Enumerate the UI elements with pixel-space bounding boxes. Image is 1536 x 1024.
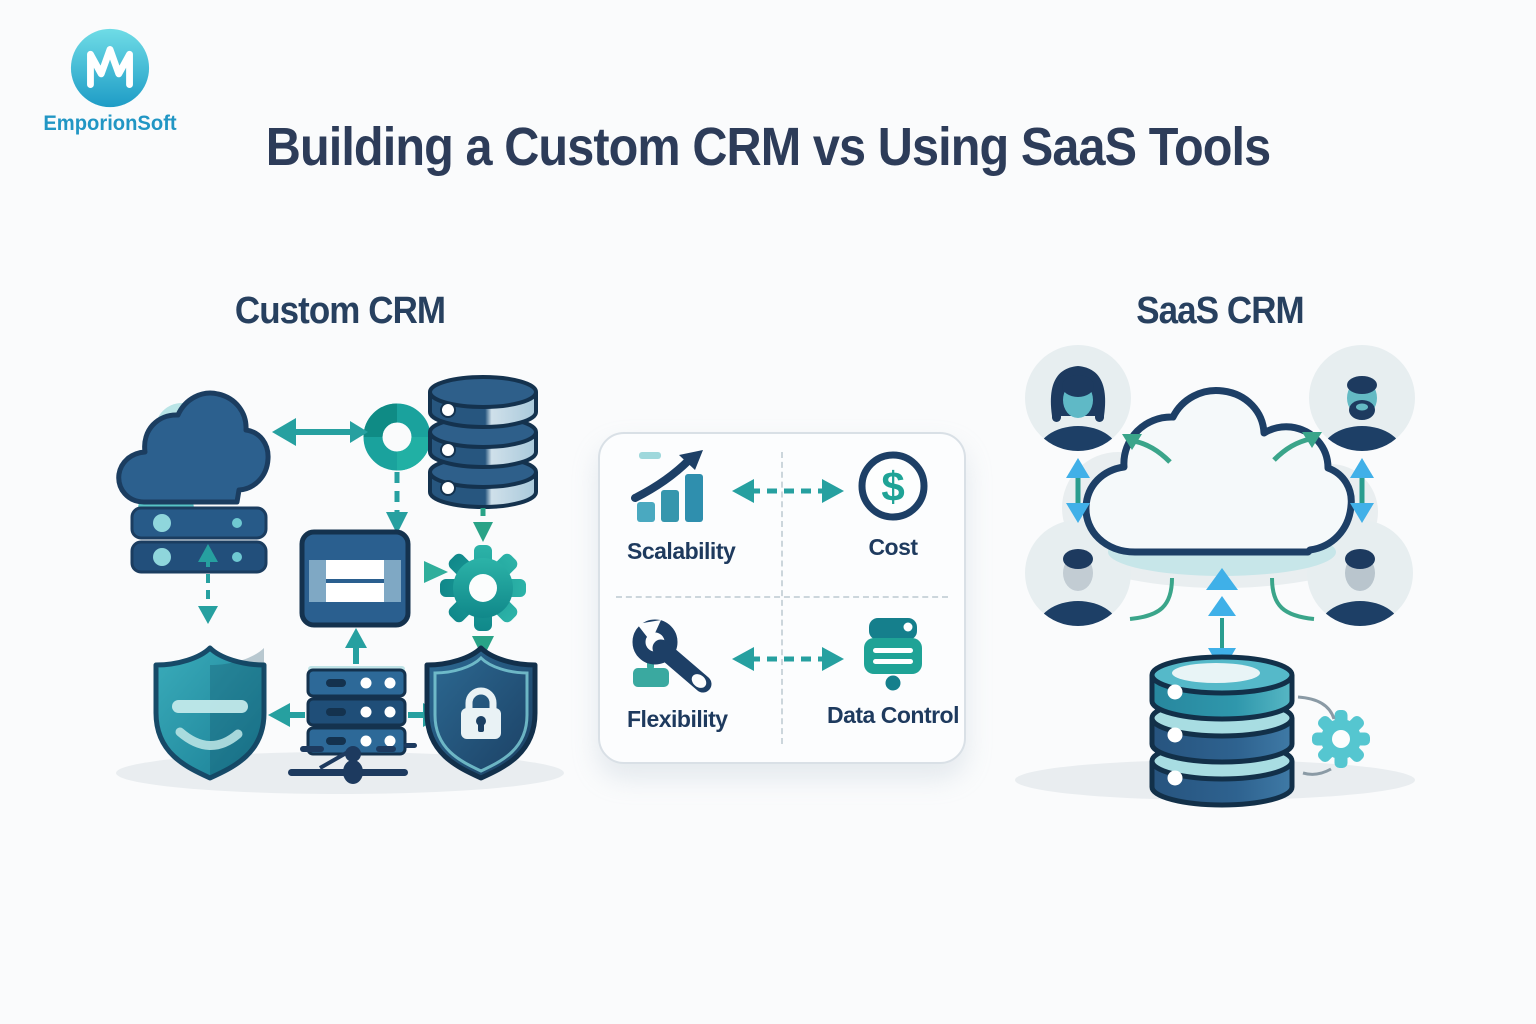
user-slider-icon <box>288 743 417 784</box>
vertical-dashed-divider <box>781 452 783 744</box>
data-control-label: Data Control <box>827 702 960 728</box>
app-window-icon <box>299 529 411 628</box>
server-rack-icon <box>306 666 407 756</box>
data-server-icon <box>864 618 922 691</box>
sync-donut-icon <box>363 403 431 471</box>
right-arrow-small <box>424 561 448 583</box>
emporionsoft-mark-icon <box>70 28 150 108</box>
quadrant-data-control: Data Control <box>782 598 964 762</box>
flexibility-label: Flexibility <box>627 706 728 732</box>
brand-logo: EmporionSoft <box>40 26 180 136</box>
gear-icon <box>1297 695 1370 776</box>
cloud-server-icon <box>116 390 271 574</box>
comparison-card: Scalability $ Cost Flexibility <box>598 432 966 764</box>
page-title: Building a Custom CRM vs Using SaaS Tool… <box>265 117 1271 177</box>
shield-icon <box>153 645 267 781</box>
cloud-user-arrows <box>1122 432 1322 464</box>
database-stack-icon <box>1149 654 1295 808</box>
gear-icon <box>440 545 526 631</box>
quadrant-flexibility: Flexibility <box>600 598 782 762</box>
sync-arrows-icon <box>1066 458 1374 523</box>
growth-chart-icon <box>631 450 703 522</box>
left-arrow <box>272 418 368 446</box>
user-avatar-icon <box>1025 345 1131 451</box>
vertical-dashed-arrow <box>198 544 218 624</box>
custom-crm-diagram <box>116 375 564 794</box>
user-avatar-icon <box>1309 345 1415 451</box>
lock-shield-icon <box>424 645 538 781</box>
dollar-symbol: $ <box>881 463 904 510</box>
quadrant-cost: $ Cost <box>782 434 964 598</box>
horizontal-dashed-divider <box>616 596 948 598</box>
dashed-double-arrow <box>732 647 844 671</box>
dashed-double-arrow <box>732 479 844 503</box>
cloud-bottom-links <box>1129 577 1315 621</box>
database-stack-icon <box>428 375 538 509</box>
user-avatar-icon <box>1307 520 1413 626</box>
saas-crm-diagram <box>1015 345 1415 808</box>
dollar-circle-icon: $ <box>858 451 928 521</box>
wrench-icon <box>632 619 712 693</box>
dashed-down-arrow <box>386 472 408 534</box>
cost-label: Cost <box>868 534 918 560</box>
brand-name: EmporionSoft <box>43 112 177 135</box>
dashed-down-arrow-small <box>473 508 493 542</box>
quadrant-scalability: Scalability <box>600 434 782 598</box>
custom-crm-heading: Custom CRM <box>234 290 446 332</box>
saas-crm-heading: SaaS CRM <box>1136 290 1304 332</box>
cloud-icon <box>1082 387 1355 556</box>
scalability-label: Scalability <box>627 538 736 564</box>
